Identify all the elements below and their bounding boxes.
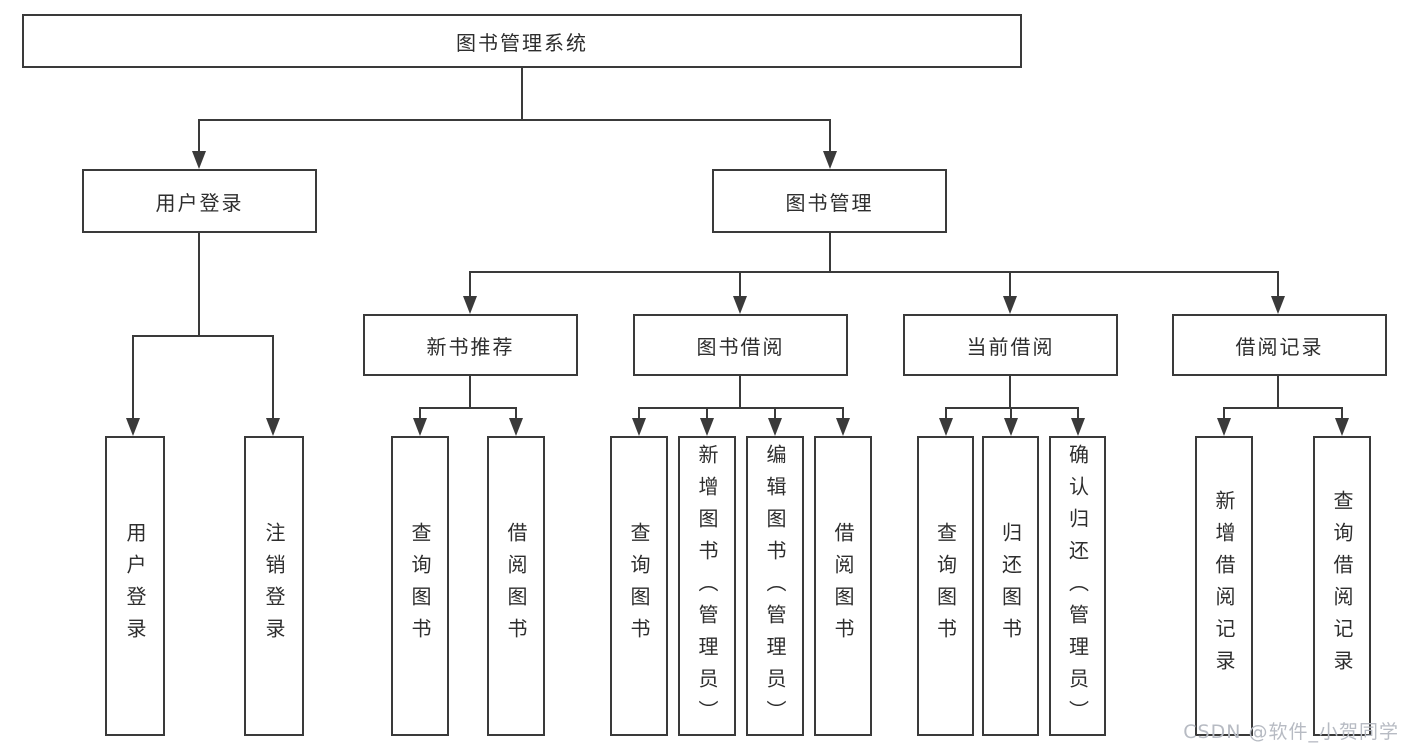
connector-stem (1277, 376, 1279, 409)
leaf-label: 借阅图书 (831, 522, 855, 650)
connector-drop (638, 407, 640, 422)
node-label: 当前借阅 (966, 334, 1055, 359)
arrow-down-icon (836, 418, 850, 436)
node-label: 借阅记录 (1235, 334, 1324, 359)
arrow-down-icon (1271, 296, 1285, 314)
leaf-label: 查询图书 (408, 522, 432, 650)
node-borrowing-records: 借阅记录 (1172, 314, 1387, 376)
leaf-label: 查询图书 (933, 522, 958, 650)
connector-drop (774, 407, 776, 422)
arrow-down-icon (1335, 418, 1349, 436)
leaf-query-borrow-record: 查询借阅记录 (1313, 436, 1371, 736)
connector-drop (469, 271, 471, 300)
connector-stem (1009, 376, 1011, 409)
node-label: 新书推荐 (426, 334, 515, 359)
connector-bus (945, 407, 1079, 409)
leaf-add-books-admin: 新增图书（管理员） (678, 436, 736, 736)
leaf-label: 用户登录 (123, 522, 147, 650)
arrow-down-icon (266, 418, 280, 436)
connector-root-stem (521, 68, 523, 120)
leaf-label: 新增借阅记录 (1212, 490, 1236, 682)
arrow-down-icon (509, 418, 523, 436)
arrow-down-icon (823, 151, 837, 169)
connector-root-bus (198, 119, 831, 121)
leaf-borrow-books-borrowing: 借阅图书 (814, 436, 872, 736)
node-new-book-recommendation: 新书推荐 (363, 314, 578, 376)
leaf-label: 借阅图书 (504, 522, 528, 650)
connector-drop (842, 407, 844, 422)
arrow-down-icon (1004, 418, 1018, 436)
leaf-user-login: 用户登录 (105, 436, 165, 736)
leaf-confirm-return-admin: 确认归还（管理员） (1049, 436, 1106, 736)
leaf-return-books: 归还图书 (982, 436, 1039, 736)
leaf-query-books-recommend: 查询图书 (391, 436, 449, 736)
connector-drop (739, 271, 741, 300)
node-label: 用户登录 (155, 190, 244, 215)
arrow-down-icon (1071, 418, 1085, 436)
node-book-borrowing: 图书借阅 (633, 314, 848, 376)
arrow-down-icon (768, 418, 782, 436)
connector-drop (132, 335, 134, 422)
arrow-down-icon (463, 296, 477, 314)
node-label: 图书管理 (785, 190, 874, 215)
connector-drop (1223, 407, 1225, 422)
leaf-query-books-borrowing: 查询图书 (610, 436, 668, 736)
connector-drop (1277, 271, 1279, 300)
leaf-label: 查询图书 (627, 522, 651, 650)
connector-bus (1223, 407, 1343, 409)
leaf-label: 查询借阅记录 (1330, 490, 1354, 682)
arrow-down-icon (1217, 418, 1231, 436)
arrow-down-icon (1003, 296, 1017, 314)
csdn-watermark: CSDN @软件_小贺同学 (1183, 721, 1399, 743)
connector-bus (419, 407, 517, 409)
arrow-down-icon (700, 418, 714, 436)
connector-bus (638, 407, 844, 409)
leaf-label: 注销登录 (262, 522, 286, 650)
node-library-management-system: 图书管理系统 (22, 14, 1022, 68)
leaf-label: 新增图书（管理员） (695, 444, 719, 732)
connector-stem (739, 376, 741, 409)
connector-drop (1077, 407, 1079, 422)
arrow-down-icon (733, 296, 747, 314)
connector-stem (829, 233, 831, 273)
leaf-logout: 注销登录 (244, 436, 304, 736)
arrow-down-icon (192, 151, 206, 169)
arrow-down-icon (632, 418, 646, 436)
connector-drop (419, 407, 421, 422)
arrow-down-icon (126, 418, 140, 436)
connector-drop (829, 119, 831, 155)
leaf-query-books-current: 查询图书 (917, 436, 974, 736)
node-current-borrowing: 当前借阅 (903, 314, 1118, 376)
node-user-login: 用户登录 (82, 169, 317, 233)
leaf-borrow-books-recommend: 借阅图书 (487, 436, 545, 736)
connector-stem (469, 376, 471, 409)
connector-drop (1009, 271, 1011, 300)
leaf-edit-books-admin: 编辑图书（管理员） (746, 436, 804, 736)
arrow-down-icon (413, 418, 427, 436)
node-book-management: 图书管理 (712, 169, 947, 233)
leaf-label: 编辑图书（管理员） (763, 444, 787, 732)
connector-drop (272, 335, 274, 422)
arrow-down-icon (939, 418, 953, 436)
connector-drop (706, 407, 708, 422)
connector-drop (945, 407, 947, 422)
node-label: 图书借阅 (696, 334, 785, 359)
node-label: 图书管理系统 (456, 30, 588, 55)
leaf-label: 归还图书 (998, 522, 1023, 650)
connector-drop (515, 407, 517, 422)
connector-drop (1341, 407, 1343, 422)
leaf-label: 确认归还（管理员） (1065, 444, 1090, 732)
connector-bus (469, 271, 1279, 273)
connector-drop (198, 119, 200, 155)
connector-stem (198, 233, 200, 337)
connector-drop (1010, 407, 1012, 422)
leaf-add-borrow-record: 新增借阅记录 (1195, 436, 1253, 736)
connector-bus (132, 335, 274, 337)
